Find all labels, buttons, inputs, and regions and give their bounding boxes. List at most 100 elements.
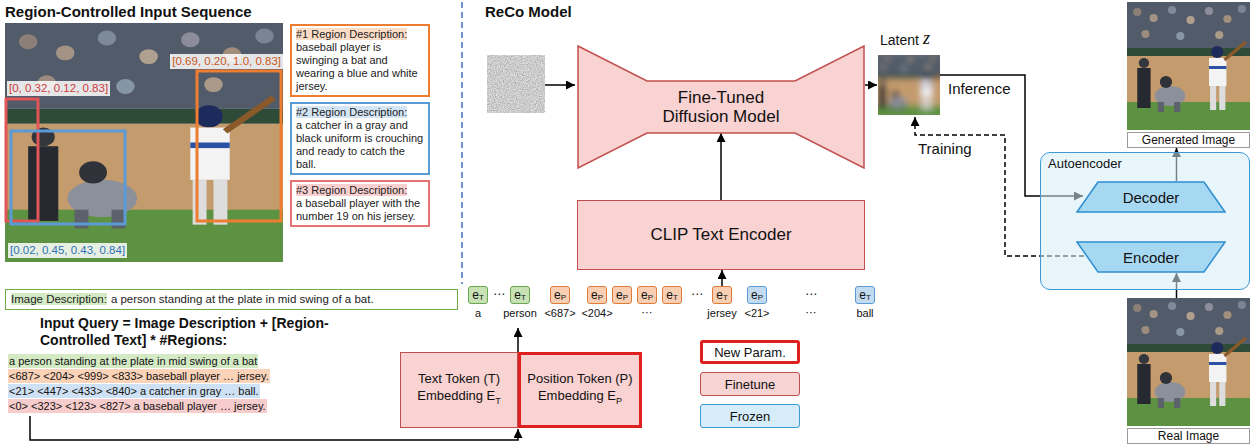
heading-line: #2 Region Description: xyxy=(296,106,424,119)
text-label: jersey xyxy=(707,306,736,320)
image-with-caption: Real Image xyxy=(1127,298,1250,444)
embedding-line: Embedding ET xyxy=(417,387,501,410)
embedding-name: Text Token (T) xyxy=(418,370,500,387)
text-label: <687> <204> <999> <833> baseball player … xyxy=(8,369,270,383)
text-label: <204> xyxy=(581,306,612,320)
text-label: Inference xyxy=(948,80,1011,98)
image-with-caption: Generated Image xyxy=(1127,2,1250,148)
embedding-name: Position Token (P) xyxy=(527,370,632,387)
real-photo xyxy=(1127,298,1250,426)
token-symbol: e xyxy=(472,289,479,301)
embedding-symbol: Embedding E xyxy=(417,388,495,403)
token-subscript: T xyxy=(723,294,728,302)
token-embedding-chip: eT xyxy=(510,286,530,304)
text-label: ⋯ xyxy=(806,306,817,320)
region-heading: #1 Region Description: xyxy=(296,28,407,40)
text-label: Region-Controlled Input Sequence xyxy=(5,3,252,21)
token-subscript: T xyxy=(521,294,526,302)
bowtie-text-area: Fine-Tuned Diffusion Model xyxy=(647,81,795,133)
heading-line: #1 Region Description: xyxy=(296,28,424,41)
embedding-arrow xyxy=(517,328,519,352)
image-description-heading: Image Description: xyxy=(11,293,107,305)
token-embedding-chip: eT xyxy=(662,286,682,304)
trapezoid-polygon xyxy=(1077,242,1225,272)
embedding-subscript: T xyxy=(495,396,501,406)
illustration-part xyxy=(5,23,283,262)
token-subscript: P xyxy=(648,294,653,302)
text-label: [0.02, 0.45, 0.43, 0.84] xyxy=(8,243,127,258)
token-symbol: e xyxy=(859,289,866,301)
arrow-connector xyxy=(721,270,723,286)
autoencoder-panel: AutoencoderDecoderEncoder xyxy=(1040,152,1250,290)
legend-text: New Param. xyxy=(714,345,786,360)
text-label: <687> xyxy=(544,306,575,320)
trapezoid-block: Encoder xyxy=(1076,241,1226,273)
text-label: a person standing at the plate in mid sw… xyxy=(8,354,258,368)
trapezoid-polygon xyxy=(1077,182,1225,212)
legend-text: Frozen xyxy=(730,409,770,424)
image-caption: Generated Image xyxy=(1127,132,1250,148)
image-caption: Real Image xyxy=(1127,428,1250,444)
region-text: a catcher in a gray and black uniform is… xyxy=(296,119,424,171)
legend-swatch: New Param. xyxy=(700,340,800,364)
embedding-box: Text Token (T)Embedding ET xyxy=(400,352,518,428)
image-description-box: Image Description: a person standing at t… xyxy=(5,289,458,310)
legend-text: Finetune xyxy=(725,377,776,392)
text-label: Input Query = Image Description + [Regio… xyxy=(40,315,370,349)
arrow-connector xyxy=(720,133,722,200)
region-description-box: #1 Region Description:baseball player is… xyxy=(290,24,430,97)
section-divider xyxy=(461,2,463,284)
text-label: ⋯ xyxy=(691,287,703,302)
token-embedding-chip: eT xyxy=(855,286,875,304)
bbox-blue xyxy=(11,131,125,224)
token-embedding-chip: eT xyxy=(468,286,488,304)
token-embedding-chip: eT xyxy=(712,286,732,304)
token-symbol: e xyxy=(514,289,521,301)
token-embedding-chip: eP xyxy=(637,286,657,304)
model-name: Fine-Tuned Diffusion Model xyxy=(654,88,789,126)
block-name: Encoder xyxy=(1123,249,1179,266)
token-symbol: e xyxy=(641,289,648,301)
text-label: Training xyxy=(918,140,972,158)
embedding-symbol: Embedding E xyxy=(538,388,616,403)
latent-arrow xyxy=(865,84,877,86)
token-subscript: P xyxy=(561,294,566,302)
block-name: CLIP Text Encoder xyxy=(650,225,791,245)
block-name: Decoder xyxy=(1123,189,1180,206)
heading-line: #3 Region Description: xyxy=(296,184,424,197)
text-label: Latent xyxy=(880,32,919,49)
noise-arrow xyxy=(545,84,575,86)
panel-title: Autoencoder xyxy=(1048,156,1122,171)
bbox-orange xyxy=(197,71,281,221)
token-embedding-chip: eP xyxy=(587,286,607,304)
token-symbol: e xyxy=(751,289,758,301)
token-symbol: e xyxy=(554,289,561,301)
embedding-subscript: P xyxy=(616,396,622,406)
region-text: a baseball player with the number 19 on … xyxy=(296,197,424,223)
diffusion-model-shape: Fine-Tuned Diffusion Model xyxy=(577,45,865,169)
input-photo xyxy=(5,23,283,262)
embedding-box: Position Token (P)Embedding EP xyxy=(518,352,642,428)
generated-photo xyxy=(1127,2,1250,130)
token-symbol: e xyxy=(716,289,723,301)
token-embedding-chip: eP xyxy=(747,286,767,304)
token-embedding-chip: eP xyxy=(550,286,570,304)
token-symbol: e xyxy=(616,289,623,301)
text-label: a xyxy=(475,306,481,320)
illustration-part xyxy=(878,55,940,115)
region-description-box: #3 Region Description:a baseball player … xyxy=(290,180,430,227)
text-label: person xyxy=(503,306,537,320)
token-subscript: P xyxy=(623,294,628,302)
text-label: ball xyxy=(856,306,873,320)
noise-image xyxy=(487,55,545,113)
text-label: z xyxy=(923,28,930,49)
region-heading: #2 Region Description: xyxy=(296,106,407,118)
text-label: ⋯ xyxy=(642,306,653,320)
token-subscript: P xyxy=(758,294,763,302)
latent-image xyxy=(878,55,940,115)
text-label: [0.69, 0.20, 1.0, 0.83] xyxy=(170,54,283,69)
token-embedding-chip: eP xyxy=(612,286,632,304)
image-description-text: a person standing at the plate in mid sw… xyxy=(111,293,374,305)
token-symbol: e xyxy=(666,289,673,301)
